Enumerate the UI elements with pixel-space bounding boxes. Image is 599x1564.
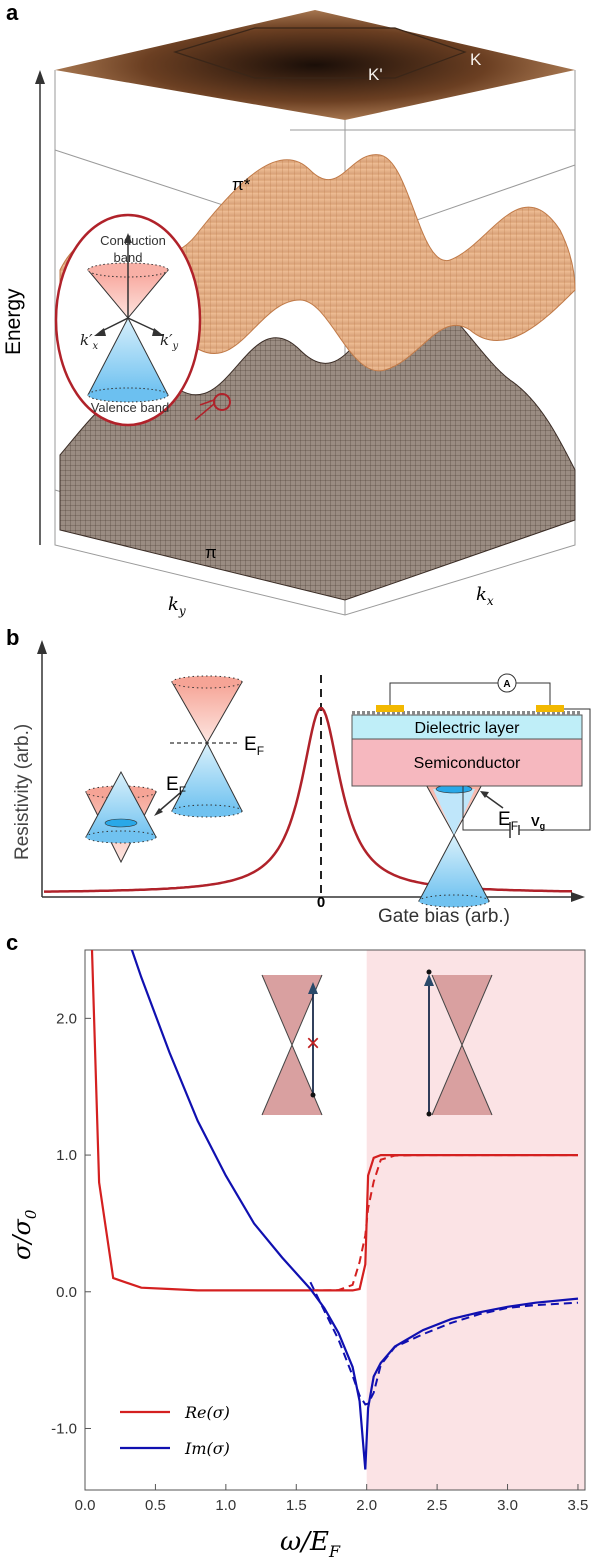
x-tick-label: 0.0	[75, 1497, 96, 1514]
omega-x-label: ω/EF	[280, 1527, 341, 1561]
ef-label-p: EF	[166, 774, 186, 798]
x-tick-label: 1.0	[215, 1497, 236, 1514]
kx-axis-label: kx	[476, 584, 494, 608]
k-prime-label: K'	[368, 65, 383, 84]
x-tick-label: 0.5	[145, 1497, 166, 1514]
vg-label: Vg	[531, 814, 545, 831]
y-tick-label: 2.0	[56, 1010, 77, 1027]
pi-star-label: π*	[232, 175, 251, 194]
series-group	[90, 950, 579, 1470]
conduction-band-label: Conduction	[100, 233, 166, 248]
panel-letter-a: a	[6, 0, 19, 25]
energy-axis-label: Energy	[2, 288, 25, 355]
pi-label: π	[205, 543, 217, 562]
svg-text:A: A	[503, 679, 510, 690]
series-im-dashed	[309, 1281, 579, 1406]
cone-p-doped: EF	[85, 770, 186, 864]
dirac-point-marker	[213, 393, 231, 411]
series-re-solid	[90, 950, 578, 1292]
left-contact	[376, 705, 404, 712]
x-tick-label: 2.5	[427, 1497, 448, 1514]
panel-letter-c: c	[6, 930, 18, 955]
ef-label-neutral: EF	[244, 734, 264, 758]
ky-axis-label: ky	[168, 594, 186, 618]
energy-axis-arrow	[35, 70, 45, 84]
x-tick-label: 3.5	[568, 1497, 589, 1514]
x-tick-label: 3.0	[497, 1497, 518, 1514]
cone-neutral: EF	[170, 675, 264, 818]
right-contact	[536, 705, 564, 712]
resistivity-y-label: Resistivity (arb.)	[12, 724, 33, 860]
svg-text:Semiconductor: Semiconductor	[414, 755, 521, 772]
sigma-y-label: σ/σ0	[8, 1209, 40, 1260]
x-tick-label: 1.5	[286, 1497, 307, 1514]
ammeter	[497, 673, 517, 693]
legend-re: Re(σ)	[184, 1403, 230, 1422]
bz-hexagon	[172, 27, 467, 79]
series-re-dashed	[310, 1154, 578, 1292]
x-tick-label: 2.0	[356, 1497, 377, 1514]
conduction-band-label-2: band	[114, 250, 143, 265]
ky-prime-label: k′y	[160, 331, 179, 352]
y-tick-label: -1.0	[51, 1420, 77, 1437]
axes-ticks: 0.0 0.5 1.0 1.5 2.0 2.5 3.0 3.5 -1.0 0.0 1.0 2.0	[51, 1010, 588, 1514]
kx-prime-label: k′x	[80, 331, 99, 352]
cone-n-doped: EF	[418, 765, 518, 908]
brillouin-zone-plane	[55, 10, 575, 120]
resistivity-curve	[44, 707, 572, 893]
interband-allowed-inset	[424, 969, 493, 1117]
resistivity-figure: b Resistivity (arb.) Gate bias (arb.) 0 …	[6, 625, 591, 927]
dirac-cone-inset: Conduction band Valence band k′x k′y	[54, 213, 202, 427]
ef-label-n: EF	[498, 809, 518, 833]
panel-b-resistivity: b Resistivity (arb.) Gate bias (arb.) 0 …	[0, 625, 599, 930]
k-label: K	[470, 50, 482, 69]
band-structure-figure: a Energy K' K π* π ky kx	[2, 0, 576, 618]
plot-frame	[84, 949, 586, 1491]
interband-region-shade	[366, 950, 585, 1490]
gate-bias-x-label: Gate bias (arb.)	[378, 906, 510, 927]
valence-band-label: Valence band	[91, 400, 170, 415]
legend-im: Im(σ)	[184, 1439, 230, 1458]
y-tick-label: 0.0	[56, 1284, 77, 1301]
panel-letter-b: b	[6, 625, 19, 650]
intraband-blocked-inset: ×	[261, 974, 323, 1116]
semiconductor-layer	[351, 738, 583, 787]
blocked-transition-x: ×	[306, 1030, 320, 1057]
series-im-solid	[130, 950, 579, 1470]
chart-legend: Re(σ) Im(σ)	[120, 1403, 230, 1458]
zero-tick-label: 0	[317, 894, 325, 911]
panel-a-band-structure: a Energy K' K π* π ky kx	[0, 0, 599, 625]
device-schematic: Dielectric layer Semiconductor A Vg	[351, 673, 591, 838]
y-tick-label: 1.0	[56, 1147, 77, 1164]
svg-text:Dielectric layer: Dielectric layer	[415, 720, 521, 737]
